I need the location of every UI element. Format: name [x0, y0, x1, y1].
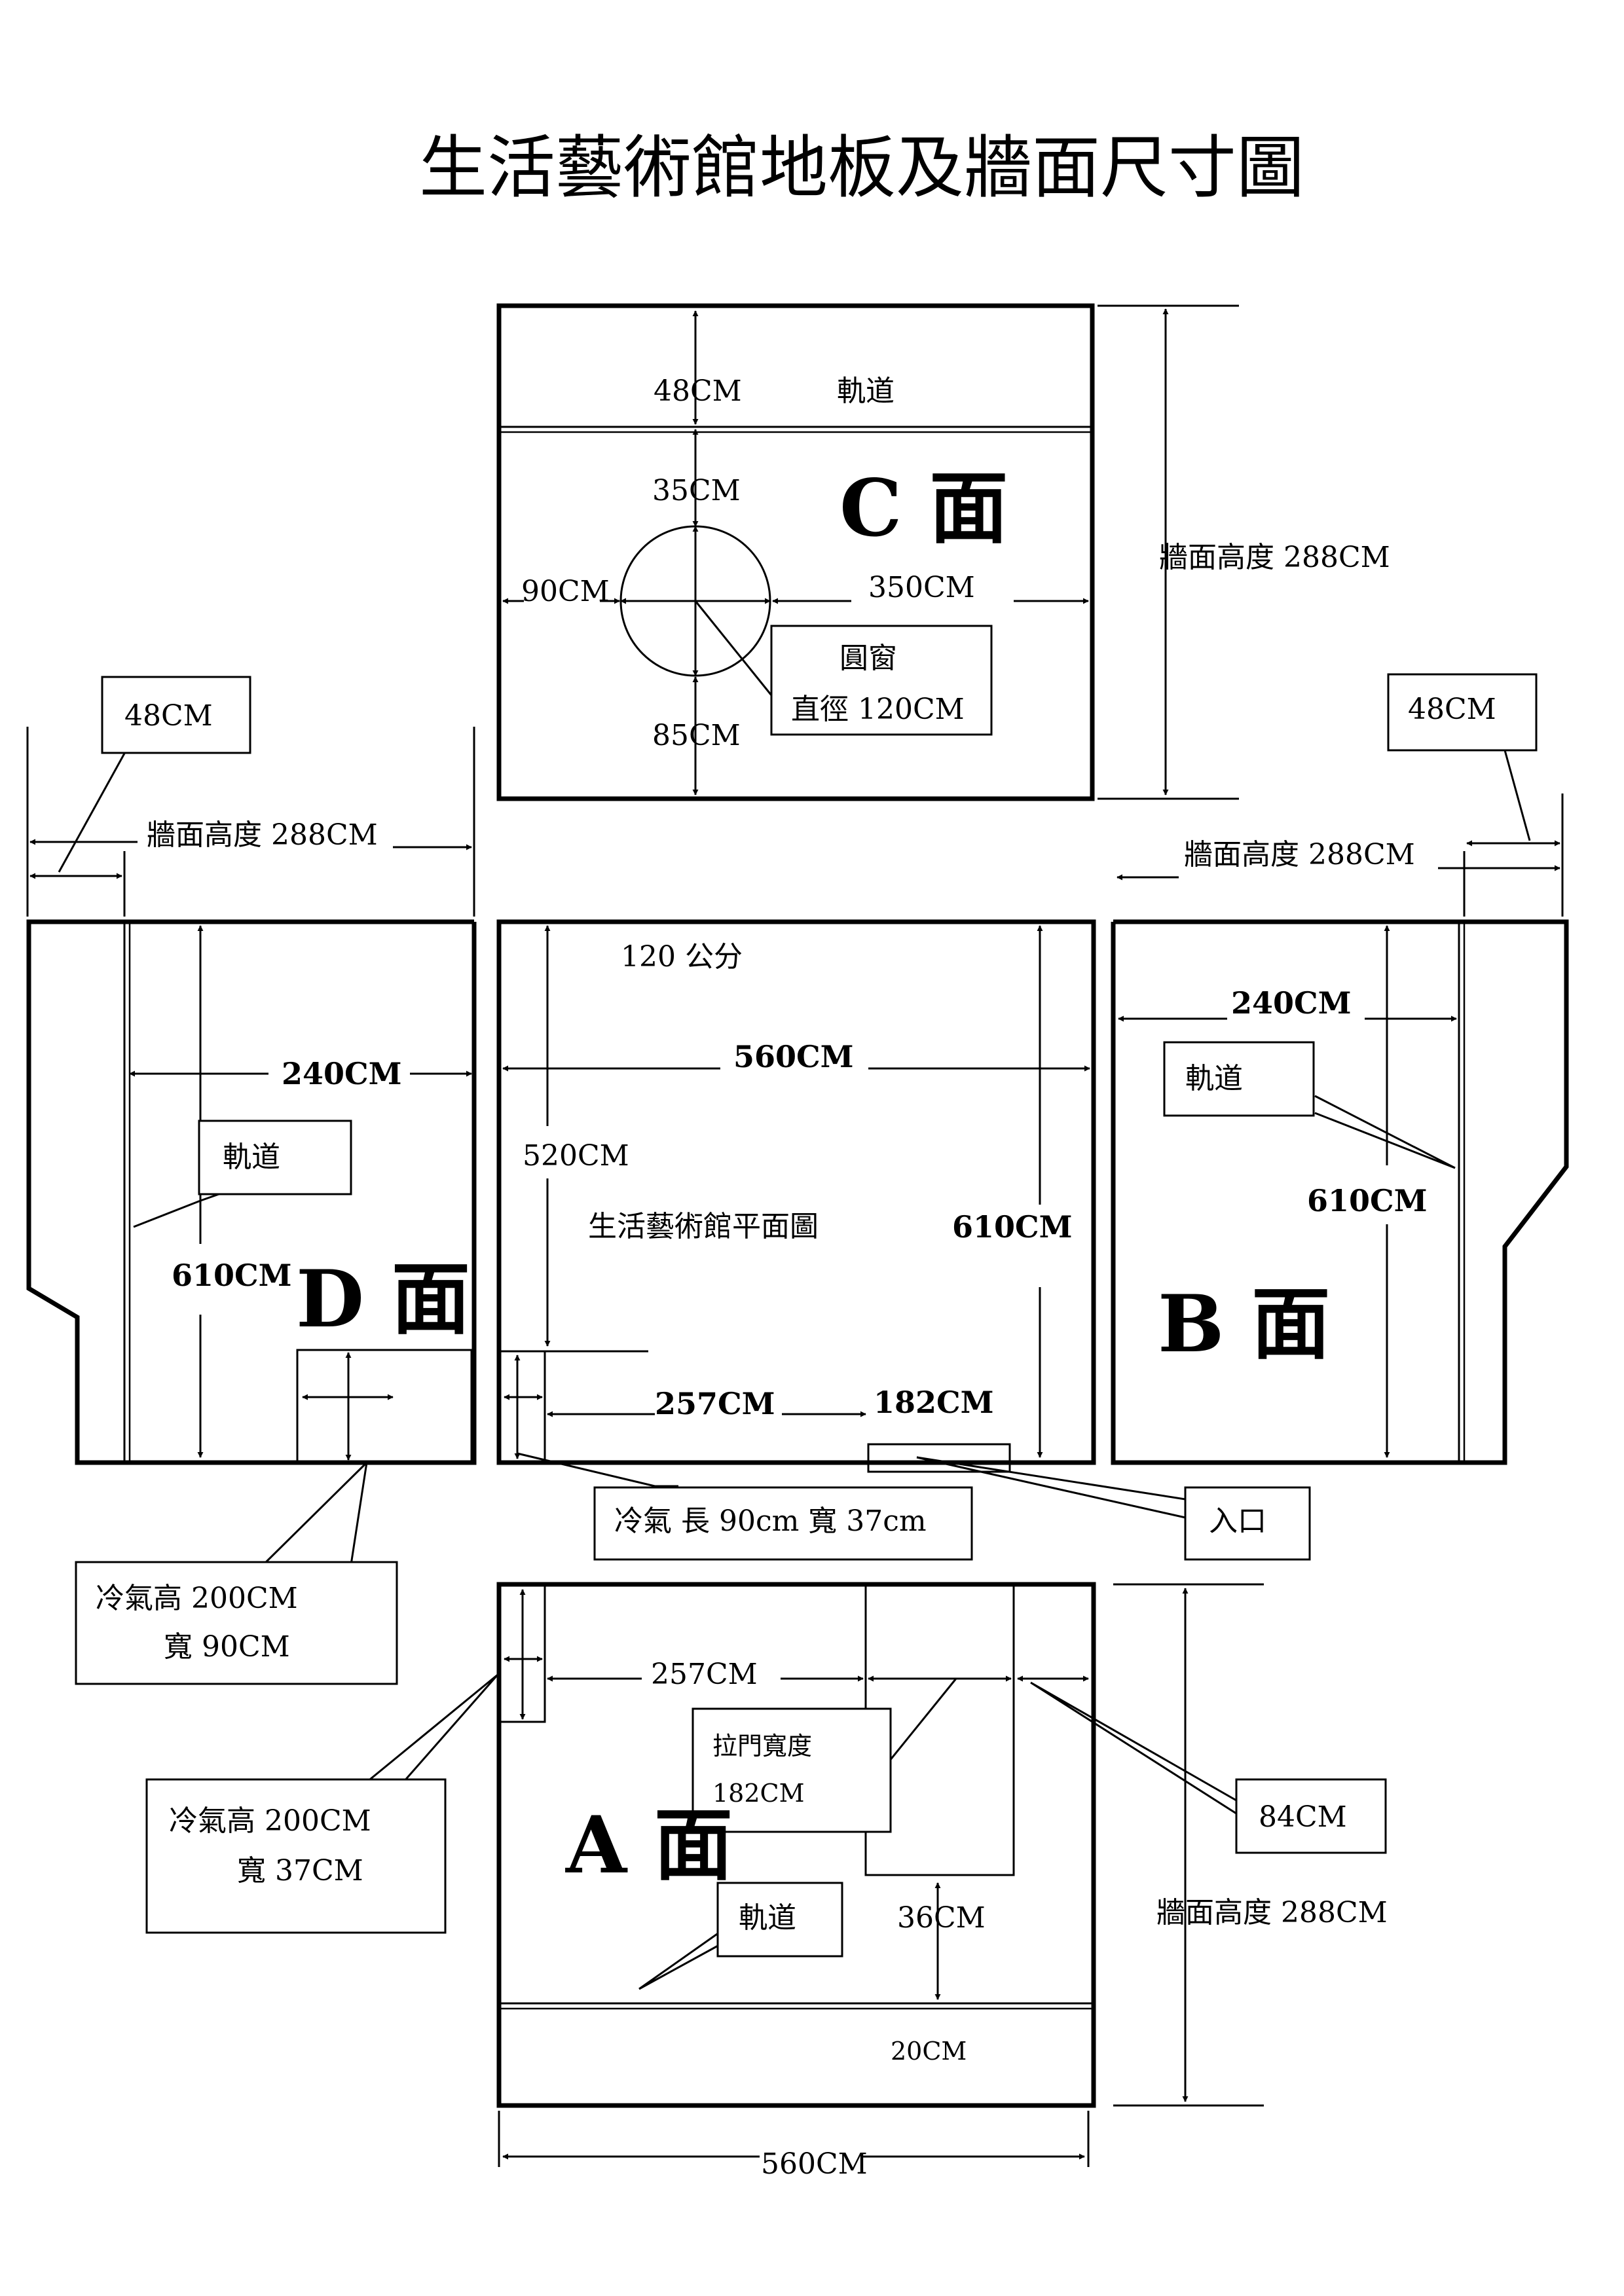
face-a-ac-width: 寬 37CM	[237, 1854, 363, 1887]
face-a-elevation: 257CM 拉門寬度 182CM 84CM 冷氣高 200CM 寬 37CM A…	[145, 1582, 1388, 2181]
plan-length: 610CM	[952, 1209, 1073, 1245]
entrance-label: 入口	[1209, 1504, 1266, 1538]
face-d-rail-callout-box	[101, 676, 251, 754]
face-b-rail-callout-box	[1387, 673, 1538, 752]
face-a-ac-callout-pointer	[363, 1673, 499, 1783]
face-a-ac-callout-box	[145, 1778, 447, 1934]
floor-plan-outline	[496, 919, 1096, 1465]
face-d-ac-unit	[296, 1349, 473, 1464]
floor-plan: 120 公分 560CM 520CM 生活藝術館平面圖 610CM 257CM …	[496, 919, 1311, 1561]
face-c-window-right: 350CM	[868, 571, 975, 604]
face-a-door-callout-pointer	[883, 1678, 957, 1771]
face-b-wall-height: 牆面高度 288CM	[1184, 838, 1415, 871]
face-c-window-bottom: 85CM	[652, 719, 741, 752]
face-b-rail-label: 軌道	[1185, 1062, 1243, 1095]
face-d-wall-outline	[26, 919, 477, 1465]
page-title: 生活藝術館地板及牆面尺寸圖	[419, 128, 1304, 208]
face-a-rail-label: 軌道	[739, 1901, 796, 1935]
plan-name: 生活藝術館平面圖	[588, 1210, 819, 1243]
face-a-rail-top: 36CM	[897, 1901, 986, 1935]
plan-door-offset: 257CM	[655, 1386, 775, 1421]
face-d-ac-callout-pointer	[261, 1461, 368, 1566]
face-a-right-callout-box	[1235, 1778, 1387, 1854]
plan-depth-inner: 520CM	[523, 1139, 629, 1173]
face-d-ac-height: 冷氣高 200CM	[96, 1582, 298, 1615]
face-d-length: 610CM	[172, 1258, 292, 1293]
plan-ac-callout-box	[593, 1486, 973, 1561]
plan-door-width: 182CM	[874, 1385, 994, 1420]
face-d-ac-width: 寬 90CM	[164, 1630, 290, 1664]
face-a-right-callout-pointer	[1030, 1681, 1238, 1815]
face-a-door-offset: 257CM	[651, 1658, 758, 1691]
face-a-wall-outline	[496, 1582, 1096, 2108]
window-callout-box	[770, 625, 993, 736]
face-a-rail-label-box	[716, 1882, 843, 1958]
face-a-label: A 面	[565, 1799, 733, 1891]
face-b-wall-outline	[1111, 919, 1569, 1465]
face-a-rail-bottom: 20CM	[891, 2037, 967, 2066]
face-b-rail-callout-pointer	[1485, 749, 1531, 841]
face-a-door-label: 拉門寬度	[712, 1732, 812, 1760]
face-a-ac-height: 冷氣高 200CM	[169, 1804, 371, 1838]
face-c-rail-label: 軌道	[837, 374, 895, 408]
face-d-width: 240CM	[282, 1056, 402, 1091]
face-a-width: 560CM	[761, 2147, 868, 2181]
face-d-rail-label-box	[198, 1120, 352, 1195]
face-b-length: 610CM	[1307, 1183, 1428, 1218]
face-d-elevation: 牆面高度 288CM 48CM 240CM 610CM 軌道 D 面 冷氣高 2…	[26, 676, 477, 1685]
face-b-rail-callout: 48CM	[1408, 693, 1496, 726]
face-b-rail-pointer	[1314, 1095, 1456, 1169]
face-d-rail-callout: 48CM	[124, 699, 213, 733]
face-b-label: B 面	[1158, 1278, 1330, 1370]
face-d-ac-callout-box	[75, 1561, 398, 1685]
plan-ac-pointer	[517, 1452, 678, 1487]
face-c-label: C 面	[840, 462, 1008, 555]
window-callout-pointer	[694, 600, 775, 698]
plan-entrance-door	[867, 1443, 1011, 1473]
face-a-door-callout-box	[692, 1707, 892, 1833]
plan-width: 560CM	[733, 1039, 854, 1074]
face-b-elevation: 牆面高度 288CM 48CM 240CM 610CM 軌道 B 面	[1111, 673, 1569, 1465]
face-c-window-left: 90CM	[521, 575, 610, 608]
face-c-wall-height: 牆面高度 288CM	[1159, 541, 1390, 574]
face-a-door-width: 182CM	[712, 1779, 805, 1808]
face-a-rail-pointer	[638, 1931, 721, 1990]
face-b-rail-label-box	[1163, 1041, 1315, 1117]
face-c-rail-height: 48CM	[654, 374, 742, 408]
face-a-right-width: 84CM	[1259, 1800, 1347, 1834]
face-c-window-top: 35CM	[652, 474, 741, 507]
face-d-rail-label: 軌道	[223, 1140, 280, 1174]
face-b-width: 240CM	[1231, 985, 1352, 1021]
face-a-wall-height: 牆面高度 288CM	[1156, 1896, 1388, 1929]
face-c-wall-outline	[496, 303, 1095, 801]
face-a-ac-unit	[498, 1583, 546, 1723]
entrance-callout-box	[1184, 1486, 1311, 1561]
window-name: 圓窗	[840, 642, 897, 675]
face-d-label: D 面	[296, 1253, 470, 1345]
face-d-wall-height: 牆面高度 288CM	[147, 818, 378, 852]
face-d-rail-pointer	[133, 1192, 223, 1228]
window-diameter: 直徑 120CM	[791, 693, 965, 726]
plan-ac-size: 冷氣 長 90cm 寬 37cm	[614, 1504, 927, 1538]
face-c-elevation: 48CM 軌道 35CM C 面 90CM 350CM 85CM 圓窗 直徑 1…	[496, 303, 1390, 801]
plan-note: 120 公分	[621, 940, 743, 974]
face-d-rail-callout-pointer	[58, 745, 158, 873]
